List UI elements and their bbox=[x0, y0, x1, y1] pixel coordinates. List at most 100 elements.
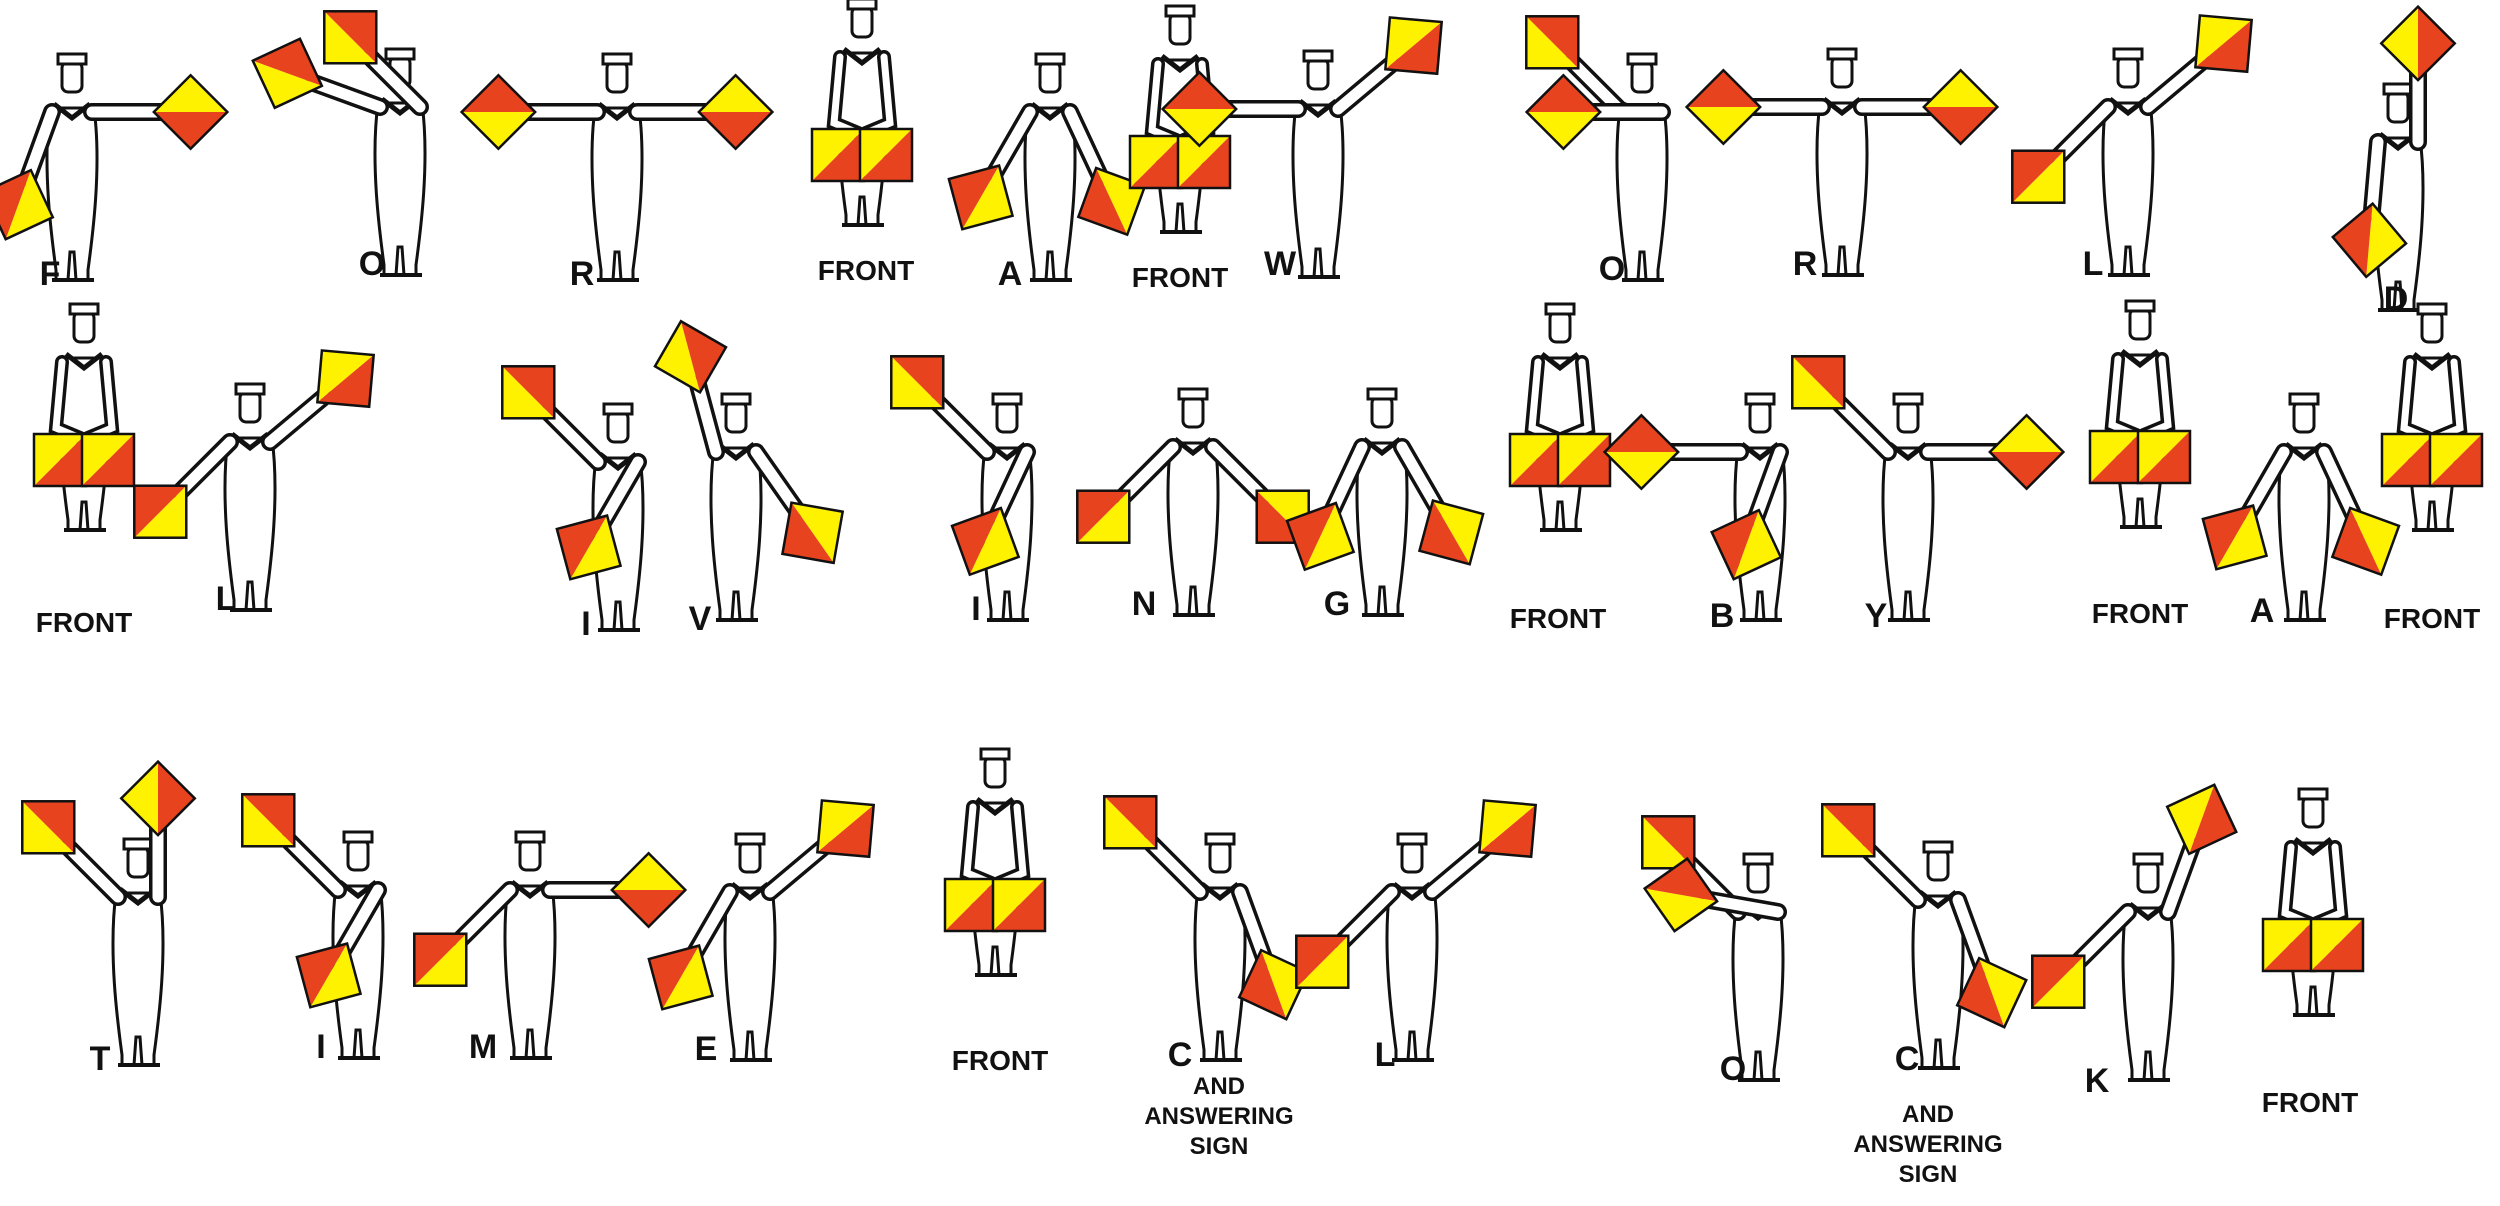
semaphore-flag bbox=[653, 319, 728, 394]
semaphore-flag bbox=[2331, 201, 2408, 279]
semaphore-flag bbox=[2261, 917, 2317, 973]
semaphore-flag bbox=[2428, 432, 2484, 488]
sailor-figure bbox=[1791, 355, 2066, 622]
caption-L: L bbox=[1374, 1036, 1396, 1074]
semaphore-flag bbox=[1641, 815, 1696, 870]
semaphore-flag bbox=[1684, 68, 1762, 146]
semaphore-flag bbox=[2379, 4, 2457, 82]
sailor-figure bbox=[32, 302, 136, 532]
caption-C: C bbox=[1894, 1040, 1920, 1078]
semaphore-flag bbox=[1988, 413, 2066, 491]
sailor-figure bbox=[1295, 799, 1538, 1062]
caption-O: O bbox=[358, 245, 386, 283]
sailor-figure bbox=[501, 365, 647, 632]
caption-front: FRONT bbox=[817, 255, 915, 286]
sailor-figure bbox=[1508, 302, 1612, 532]
caption-O: O bbox=[1719, 1050, 1747, 1088]
semaphore-flag bbox=[1642, 856, 1719, 933]
semaphore-flag bbox=[2136, 429, 2192, 485]
sailor-figure bbox=[2331, 4, 2457, 312]
sailor-figure bbox=[459, 52, 775, 282]
caption-I: I bbox=[581, 605, 591, 643]
semaphore-flag bbox=[1922, 68, 2000, 146]
semaphore-flag bbox=[1384, 16, 1444, 76]
caption-Y: Y bbox=[1864, 597, 1888, 635]
sailor-figure bbox=[1160, 16, 1444, 279]
sailor-figure bbox=[0, 52, 230, 282]
caption-F: F bbox=[39, 255, 61, 293]
caption-L: L bbox=[2082, 245, 2104, 283]
semaphore-flag bbox=[21, 800, 76, 855]
sailor-figure bbox=[653, 319, 845, 622]
caption-C: C bbox=[1167, 1036, 1193, 1074]
semaphore-flag bbox=[251, 37, 324, 110]
sailor-figure bbox=[1103, 795, 1310, 1062]
semaphore-flag bbox=[2088, 429, 2144, 485]
caption-A: A bbox=[997, 255, 1023, 293]
semaphore-flag bbox=[32, 432, 88, 488]
semaphore-flag bbox=[80, 432, 136, 488]
semaphore-flag bbox=[459, 73, 537, 151]
semaphore-flag bbox=[816, 799, 876, 859]
semaphore-flag bbox=[2031, 954, 2086, 1009]
semaphore-flag bbox=[1955, 956, 2028, 1029]
sailor-figure bbox=[1821, 803, 2028, 1070]
caption-O: O bbox=[1598, 250, 1626, 288]
sailor-figure bbox=[1285, 387, 1485, 617]
semaphore-flag bbox=[1176, 134, 1232, 190]
caption-front: FRONT bbox=[2091, 598, 2189, 629]
semaphore-flag bbox=[119, 759, 197, 837]
answering-sign-caption: AND ANSWERING SIGN bbox=[1853, 1101, 2003, 1188]
caption-front: FRONT bbox=[1509, 603, 1607, 634]
sailor-figure bbox=[647, 799, 876, 1062]
semaphore-flag bbox=[1295, 934, 1350, 989]
semaphore-flag bbox=[890, 355, 945, 410]
answering-sign-caption: AND ANSWERING SIGN bbox=[1144, 1073, 1294, 1160]
semaphore-flag bbox=[152, 73, 230, 151]
semaphore-flag bbox=[1524, 73, 1602, 151]
sailor-figure bbox=[413, 830, 688, 1060]
caption-front: FRONT bbox=[2383, 603, 2481, 634]
caption-G: G bbox=[1323, 585, 1351, 623]
semaphore-flag bbox=[1160, 70, 1238, 148]
semaphore-flag bbox=[0, 168, 55, 241]
semaphore-flag bbox=[555, 514, 623, 581]
sailor-figure bbox=[1524, 15, 1671, 282]
sailor-figure bbox=[947, 52, 1147, 282]
sailor-figure bbox=[1684, 47, 2000, 277]
semaphore-flag bbox=[241, 793, 296, 848]
semaphore-flag bbox=[697, 73, 775, 151]
semaphore-flag bbox=[943, 877, 999, 933]
sailor-figure bbox=[2031, 783, 2238, 1082]
semaphore-flag bbox=[2194, 14, 2254, 74]
semaphore-flag bbox=[1602, 413, 1680, 491]
caption-N: N bbox=[1131, 585, 1157, 623]
semaphore-flag bbox=[610, 851, 688, 929]
caption-front: FRONT bbox=[951, 1045, 1049, 1076]
caption-K: K bbox=[2084, 1062, 2110, 1100]
sailor-figure bbox=[241, 793, 387, 1060]
semaphore-flag bbox=[295, 942, 363, 1009]
semaphore-flag bbox=[133, 484, 188, 539]
semaphore-flag bbox=[1103, 795, 1158, 850]
sailor-figure bbox=[2380, 302, 2484, 532]
semaphore-flag bbox=[2165, 783, 2238, 856]
sailor-figure bbox=[943, 747, 1047, 977]
sailor-figure bbox=[1076, 387, 1310, 617]
semaphore-flag bbox=[1478, 799, 1538, 859]
sailor-figure bbox=[133, 349, 376, 612]
semaphore-flag bbox=[1791, 355, 1846, 410]
semaphore-flag bbox=[947, 164, 1015, 231]
semaphore-flag bbox=[1525, 15, 1580, 70]
semaphore-flag bbox=[1417, 499, 1485, 566]
semaphore-flag bbox=[316, 349, 376, 409]
semaphore-flag bbox=[647, 944, 715, 1011]
sailor-figure bbox=[2088, 299, 2192, 529]
semaphore-flag bbox=[1556, 432, 1612, 488]
semaphore-flag bbox=[950, 506, 1021, 577]
semaphore-flag bbox=[1508, 432, 1564, 488]
semaphore-flag bbox=[2309, 917, 2365, 973]
semaphore-flag bbox=[2380, 432, 2436, 488]
caption-W: W bbox=[1263, 245, 1297, 283]
caption-E: E bbox=[694, 1030, 718, 1068]
